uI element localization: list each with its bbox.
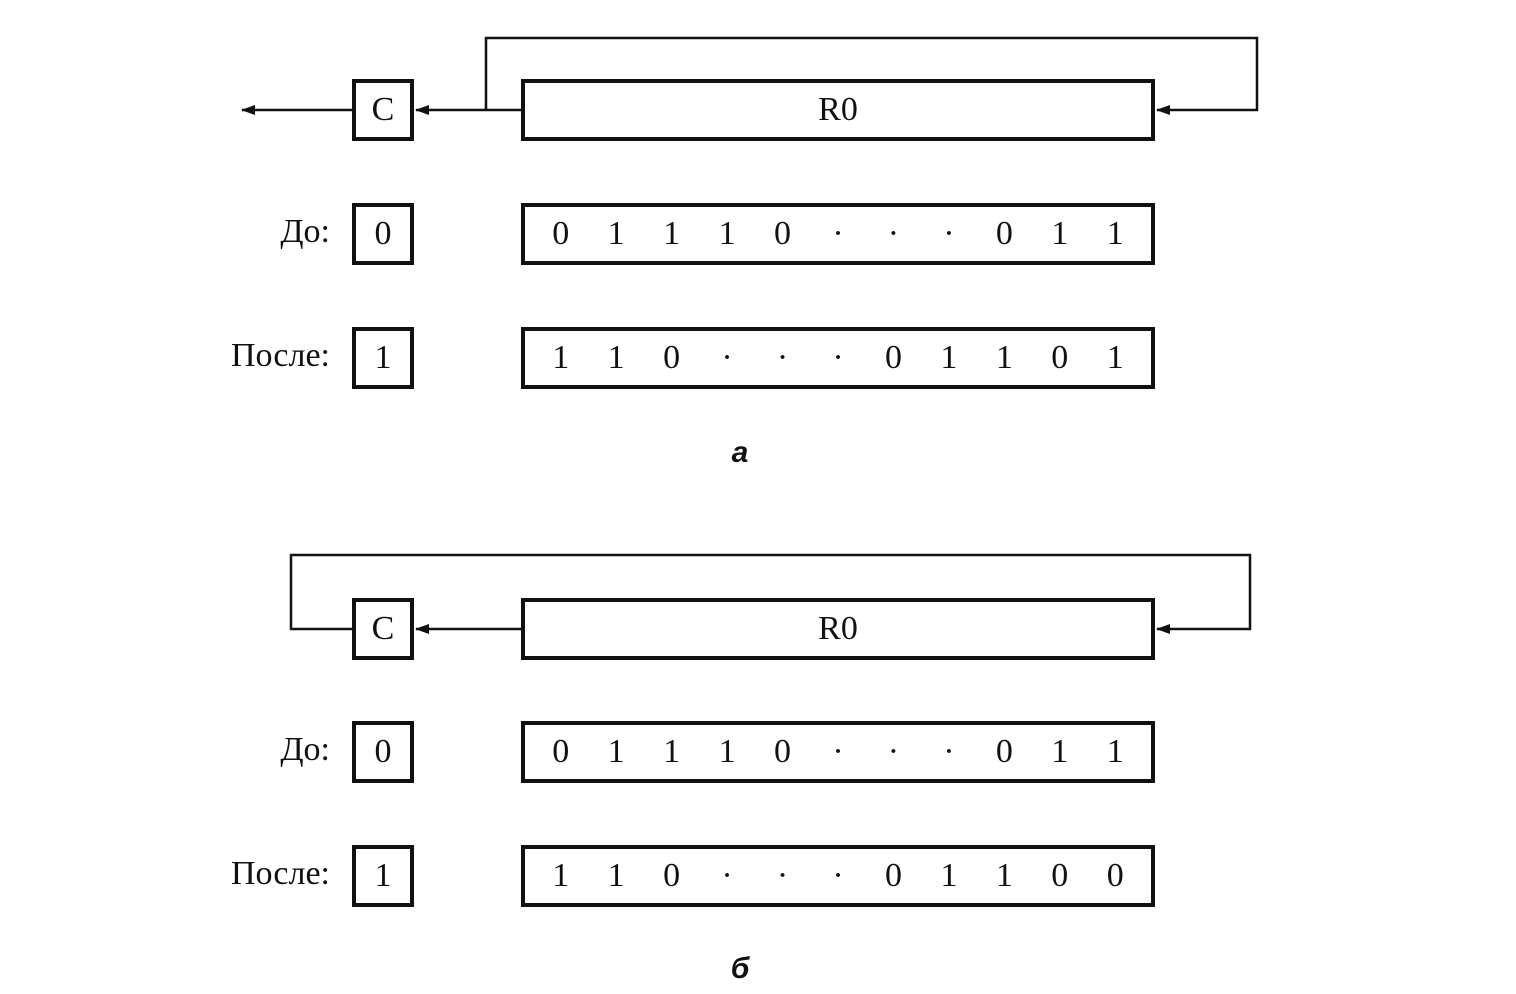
bit-cell: 0 — [663, 339, 681, 376]
after-register-bits: 1 1 0 · · · 0 1 1 0 1 — [521, 327, 1155, 389]
bit-cell: 1 — [552, 857, 570, 894]
bit-cell: · — [943, 733, 955, 770]
bit-cell: · — [887, 215, 900, 252]
bit-cell: 0 — [774, 733, 792, 770]
bit-cell: 1 — [1106, 733, 1124, 770]
bit-cell: 1 — [940, 339, 958, 376]
carry-flag-label: C — [371, 610, 395, 647]
bit-cell: 0 — [995, 733, 1013, 770]
bit-cell: 0 — [552, 215, 570, 252]
after-carry-value: 1 — [374, 339, 392, 376]
rotate-feedback-line — [484, 36, 1259, 112]
rotate-through-carry-line — [289, 553, 1252, 631]
caption-a: а — [731, 436, 749, 469]
bit-cell: · — [832, 857, 844, 894]
diagram-b-wires — [289, 553, 1252, 634]
bit-cell: · — [943, 215, 955, 252]
before-carry-value: 0 — [374, 733, 392, 770]
carry-flag-label: C — [371, 91, 395, 128]
before-label: До: — [280, 213, 330, 250]
bit-cell: · — [776, 339, 789, 376]
caption-b: б — [730, 952, 750, 985]
bit-cell: · — [832, 733, 844, 770]
bit-cell: 1 — [995, 339, 1013, 376]
after-register-bits: 1 1 0 · · · 0 1 1 0 0 — [521, 845, 1155, 907]
before-carry-box: 0 — [352, 203, 414, 265]
bit-cell: 1 — [663, 733, 681, 770]
bit-cell: 0 — [774, 215, 792, 252]
bit-cell: 0 — [884, 857, 902, 894]
carry-flag-box: C — [352, 79, 414, 141]
before-carry-value: 0 — [374, 215, 392, 252]
register-label: R0 — [818, 91, 858, 128]
bit-cell: 1 — [1106, 215, 1124, 252]
bit-cell: 1 — [995, 857, 1013, 894]
bit-cell: 1 — [1051, 733, 1069, 770]
before-carry-box: 0 — [352, 721, 414, 783]
bit-cell: 1 — [718, 733, 736, 770]
bit-cell: 0 — [552, 733, 570, 770]
bit-cell: 1 — [607, 733, 625, 770]
bit-cell: 1 — [1051, 215, 1069, 252]
before-label: До: — [280, 731, 330, 768]
diagram-a-wires — [241, 36, 1259, 115]
bit-cell: · — [721, 857, 733, 894]
bit-cell: 1 — [718, 215, 736, 252]
before-register-bits: 0 1 1 1 0 · · · 0 1 1 — [521, 203, 1155, 265]
bit-cell: · — [832, 339, 844, 376]
bit-cell: 1 — [940, 857, 958, 894]
bit-cell: 1 — [607, 857, 625, 894]
after-label: После: — [231, 337, 330, 374]
bit-cell: · — [721, 339, 733, 376]
bit-cell: 0 — [1051, 857, 1069, 894]
bit-cell: · — [887, 733, 900, 770]
before-register-bits: 0 1 1 1 0 · · · 0 1 1 — [521, 721, 1155, 783]
carry-flag-box: C — [352, 598, 414, 660]
diagram-b: C R0 До: 0 0 1 1 1 0 · · · 0 1 1 После: … — [0, 500, 1516, 994]
bit-cell: 1 — [607, 215, 625, 252]
register-label: R0 — [818, 610, 858, 647]
bit-cell: · — [776, 857, 789, 894]
register-box: R0 — [521, 598, 1155, 660]
after-label: После: — [231, 855, 330, 892]
bit-cell: 1 — [552, 339, 570, 376]
bit-cell: 1 — [1106, 339, 1124, 376]
bit-cell: 1 — [607, 339, 625, 376]
diagram-a: C R0 До: 0 0 1 1 1 0 · · · 0 1 1 После: … — [231, 36, 1259, 469]
bit-cell: 0 — [995, 215, 1013, 252]
bit-cell: 0 — [1106, 857, 1124, 894]
after-carry-box: 1 — [352, 327, 414, 389]
after-carry-value: 1 — [374, 857, 392, 894]
register-box: R0 — [521, 79, 1155, 141]
bit-cell: 0 — [884, 339, 902, 376]
after-carry-box: 1 — [352, 845, 414, 907]
bit-cell: 0 — [663, 857, 681, 894]
bit-cell: · — [832, 215, 844, 252]
bit-cell: 1 — [663, 215, 681, 252]
bit-cell: 0 — [1051, 339, 1069, 376]
